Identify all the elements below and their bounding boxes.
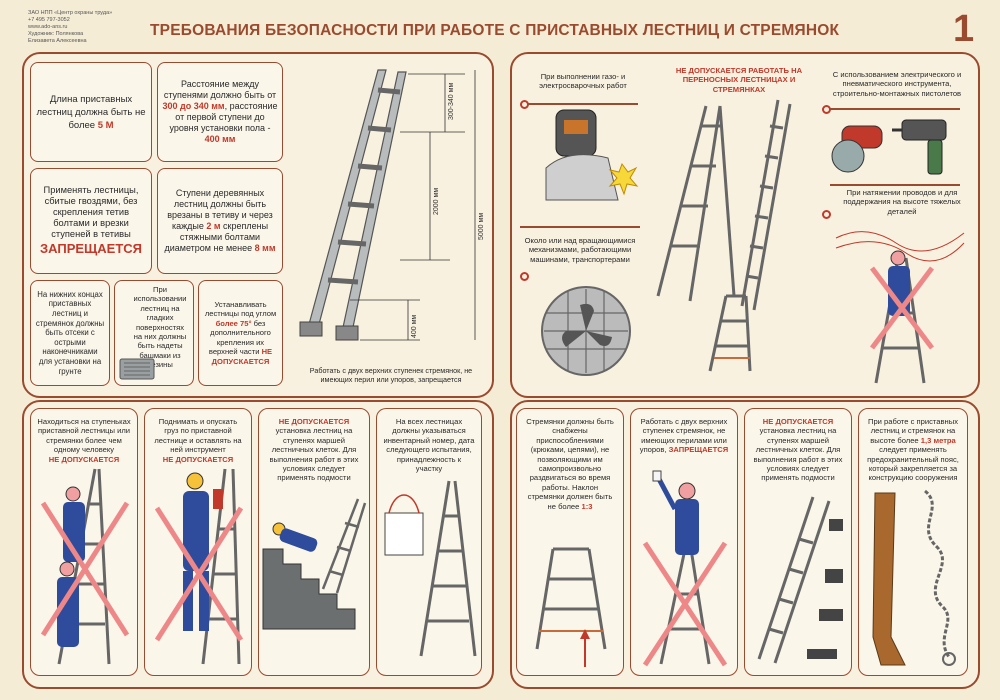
stairwell-card: НЕ ДОПУСКАЕТСЯ установка лестниц на ступ… (258, 408, 370, 676)
falling-worker-stairs-illustration (262, 498, 367, 630)
prohibited-x-icon (642, 541, 728, 667)
ladder-angle-note: Устанавливать лестницы под углом более 7… (198, 280, 283, 386)
wooden-steps-note: Ступени деревянных лестниц должны быть в… (157, 168, 283, 274)
stairwell-card-2: НЕ ДОПУСКАЕТСЯ установка лестниц на ступ… (744, 408, 852, 676)
page-number: 1 (953, 8, 975, 50)
worker-painting-illustration (652, 470, 711, 665)
welder-mask-illustration (545, 109, 639, 201)
power-tools-illustration (831, 119, 947, 175)
stepladder-illustration (656, 99, 792, 372)
one-person-card: Находиться на ступеньках приставной лест… (30, 408, 138, 676)
dim-max-length: 5000 мм (478, 213, 485, 240)
welding-caption: При выполнении газо- и электросварочных … (539, 72, 627, 91)
dim-bolt-spacing: 2000 мм (433, 188, 440, 215)
safety-harness-illustration (872, 489, 956, 666)
prohibited-x-icon (154, 506, 244, 642)
bullet-dot (822, 210, 831, 219)
dim-step-spacing: 300-340 мм (448, 83, 455, 120)
worker-pulling-wires-illustration (835, 231, 965, 384)
prohibited-x-icon (40, 501, 130, 637)
ladder-shoes-illustration (757, 496, 843, 664)
bullet-line (830, 184, 960, 186)
sharp-tips-note: На нижних концах приставных лестниц и ст… (30, 280, 110, 386)
step-spacing-note: Расстояние между ступенями должно быть о… (157, 62, 283, 162)
top-steps-forbidden-card: Работать с двух верхних ступенек стремян… (630, 408, 738, 676)
wires-caption: При натяжении проводов и для поддержания… (843, 188, 961, 216)
bullet-line (520, 226, 640, 228)
inventory-number-card: На всех лестницах должны указываться инв… (376, 408, 482, 676)
nailed-ladders-note: Применять лестницы, сбитые гвоздями, без… (30, 168, 152, 274)
dim-first-step: 400 мм (411, 315, 418, 338)
top-steps-caption: Работать с двух верхних ступенек стремян… (309, 366, 473, 385)
inventory-tag-ladder-illustration (384, 480, 477, 657)
ladder-length-note: Длина приставных лестниц должна быть не … (30, 62, 152, 162)
bullet-line (528, 103, 638, 105)
stepladder-hooks-card: Стремянки должны быть снабжены приспособ… (516, 408, 624, 676)
worker-with-load-illustration (183, 468, 241, 665)
fan-grille-illustration (541, 286, 631, 376)
page-title: ТРЕБОВАНИЯ БЕЗОПАСНОСТИ ПРИ РАБОТЕ С ПРИ… (150, 22, 840, 39)
rotating-machinery-caption: Около или над вращающимися механизмами, … (524, 236, 636, 264)
rubber-shoe-icon (119, 358, 155, 380)
carry-load-card: Поднимать и опускать груз по приставной … (144, 408, 252, 676)
bullet-line (830, 108, 960, 110)
power-tools-caption: С использованием электрического и пневма… (832, 70, 962, 98)
safety-belt-card: При работе с приставных лестниц и стремя… (858, 408, 968, 676)
stepladder-hooks-illustration (535, 547, 607, 667)
forbidden-work-title: НЕ ДОПУСКАЕТСЯ РАБОТАТЬ НА ПЕРЕНОСНЫХ ЛЕ… (675, 66, 803, 94)
bullet-dot (520, 272, 529, 281)
ladder-dimension-diagram: 300-340 мм 2000 мм 5000 мм 400 мм (299, 69, 485, 341)
publisher-info: ЗАО НПП «Центр охраны труда» +7 495 797-… (28, 10, 113, 44)
